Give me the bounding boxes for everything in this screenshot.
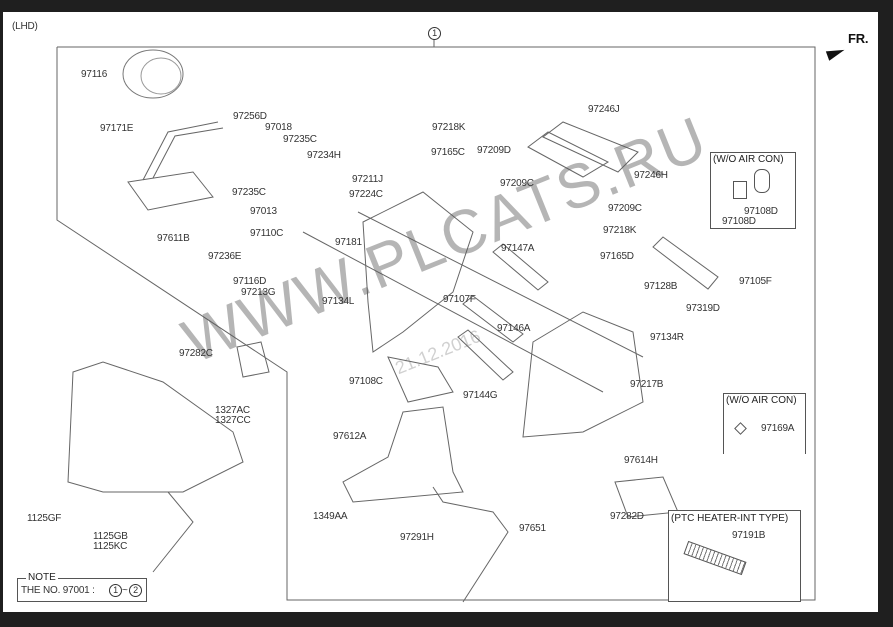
part-label[interactable]: 97612A bbox=[333, 431, 367, 442]
part-label[interactable]: 97181 bbox=[335, 237, 362, 248]
lower-case-shape bbox=[342, 406, 464, 503]
part-label[interactable]: 1125GF bbox=[27, 513, 62, 524]
part-label[interactable]: 1327CC bbox=[215, 415, 251, 426]
part-label[interactable]: 97235C bbox=[232, 187, 266, 198]
inset-wo-aircon-1: (W/O AIR CON) 97108D 97108D bbox=[710, 152, 796, 229]
part-label[interactable]: 97107F bbox=[443, 294, 476, 305]
part-label[interactable]: 97213G bbox=[241, 287, 276, 298]
part-label[interactable]: 97110C bbox=[250, 228, 284, 239]
part-label[interactable]: 97134R bbox=[650, 332, 684, 343]
assembly-overview-shape bbox=[67, 361, 244, 493]
inset-wo-aircon-2: (W/O AIR CON) 97169A bbox=[723, 393, 806, 454]
part-label[interactable]: 97236E bbox=[208, 251, 242, 262]
inset-title: (W/O AIR CON) bbox=[713, 154, 784, 165]
part-label[interactable]: 97169A bbox=[761, 423, 795, 434]
part-label[interactable]: 97319D bbox=[686, 303, 720, 314]
case-right-shape bbox=[522, 311, 644, 438]
part-label[interactable]: 1327AC bbox=[215, 405, 250, 416]
grommet-icon bbox=[754, 169, 770, 193]
part-label[interactable]: 97218K bbox=[432, 122, 466, 133]
note-box: NOTE THE NO. 97001 : 1 ~ 2 bbox=[17, 572, 147, 602]
part-label[interactable]: 97108C bbox=[349, 376, 383, 387]
note-separator: ~ bbox=[122, 585, 128, 596]
part-label[interactable]: 97209D bbox=[477, 145, 511, 156]
part-label[interactable]: 97165C bbox=[431, 147, 465, 158]
part-label[interactable]: 97209C bbox=[608, 203, 642, 214]
duct-97282c-shape bbox=[236, 341, 270, 378]
ref-circle: 1 bbox=[428, 27, 441, 40]
note-text: THE NO. 97001 : bbox=[21, 585, 95, 596]
note-title: NOTE bbox=[26, 572, 58, 583]
part-label[interactable]: 97134L bbox=[322, 296, 355, 307]
part-label[interactable]: 97235C bbox=[283, 134, 317, 145]
case-left-shape bbox=[362, 191, 474, 353]
part-label[interactable]: 1125KC bbox=[93, 541, 128, 552]
part-label[interactable]: 97234H bbox=[307, 150, 341, 161]
part-label[interactable]: 97105F bbox=[739, 276, 772, 287]
part-label[interactable]: 97218K bbox=[603, 225, 637, 236]
part-label[interactable]: 97171E bbox=[100, 123, 134, 134]
part-label[interactable]: 97246J bbox=[588, 104, 620, 115]
assembly-frame bbox=[56, 46, 816, 601]
part-label[interactable]: 97144G bbox=[463, 390, 498, 401]
ptc-heater-icon bbox=[683, 540, 747, 576]
part-label[interactable]: 97246H bbox=[634, 170, 668, 181]
part-label[interactable]: 97211J bbox=[352, 174, 383, 185]
evaporator-shape bbox=[652, 236, 719, 290]
part-label[interactable]: 97224C bbox=[349, 189, 383, 200]
part-label[interactable]: 97116D bbox=[233, 276, 267, 287]
diagram-lines bbox=[56, 39, 816, 603]
part-label[interactable]: 97116 bbox=[81, 69, 108, 80]
note-circle-to: 2 bbox=[129, 584, 142, 597]
heater-core-shape bbox=[127, 171, 214, 211]
part-label[interactable]: 97146A bbox=[497, 323, 531, 334]
part-label[interactable]: 97282D bbox=[610, 511, 644, 522]
front-direction-label: FR. bbox=[848, 31, 869, 46]
part-label[interactable]: 97611B bbox=[157, 233, 190, 244]
part-label[interactable]: 97147A bbox=[501, 243, 535, 254]
part-label[interactable]: 97108D bbox=[744, 206, 778, 217]
part-label[interactable]: 97282C bbox=[179, 348, 213, 359]
part-label[interactable]: 97291H bbox=[400, 532, 434, 543]
inset-title: (W/O AIR CON) bbox=[726, 395, 797, 406]
cap-icon bbox=[733, 181, 747, 199]
filter-cover-shape bbox=[542, 121, 639, 173]
part-label[interactable]: 97128B bbox=[644, 281, 678, 292]
part-label[interactable]: 1125GB bbox=[93, 531, 128, 542]
part-label[interactable]: 97256D bbox=[233, 111, 267, 122]
part-label[interactable]: 97614H bbox=[624, 455, 658, 466]
part-label[interactable]: 97209C bbox=[500, 178, 534, 189]
clip-icon bbox=[734, 422, 747, 435]
part-label[interactable]: 97165D bbox=[600, 251, 634, 262]
part-label[interactable]: 97013 bbox=[250, 206, 277, 217]
blower-motor-shape bbox=[122, 49, 184, 99]
variant-label: (LHD) bbox=[12, 21, 38, 32]
part-label[interactable]: 97191B bbox=[732, 530, 766, 541]
part-label[interactable]: 97651 bbox=[519, 523, 546, 534]
part-label[interactable]: 97108D bbox=[722, 216, 756, 227]
parts-diagram-canvas: WWW.PLCATS.RU 21.12.2016 (LHD) 1 FR. 971… bbox=[3, 12, 878, 612]
part-label[interactable]: 97018 bbox=[265, 122, 292, 133]
note-circle-from: 1 bbox=[109, 584, 122, 597]
inset-title: (PTC HEATER-INT TYPE) bbox=[671, 513, 789, 524]
inset-ptc-heater: (PTC HEATER-INT TYPE) 97191B bbox=[668, 510, 801, 602]
part-label[interactable]: 97217B bbox=[630, 379, 664, 390]
part-label[interactable]: 1349AA bbox=[313, 511, 348, 522]
